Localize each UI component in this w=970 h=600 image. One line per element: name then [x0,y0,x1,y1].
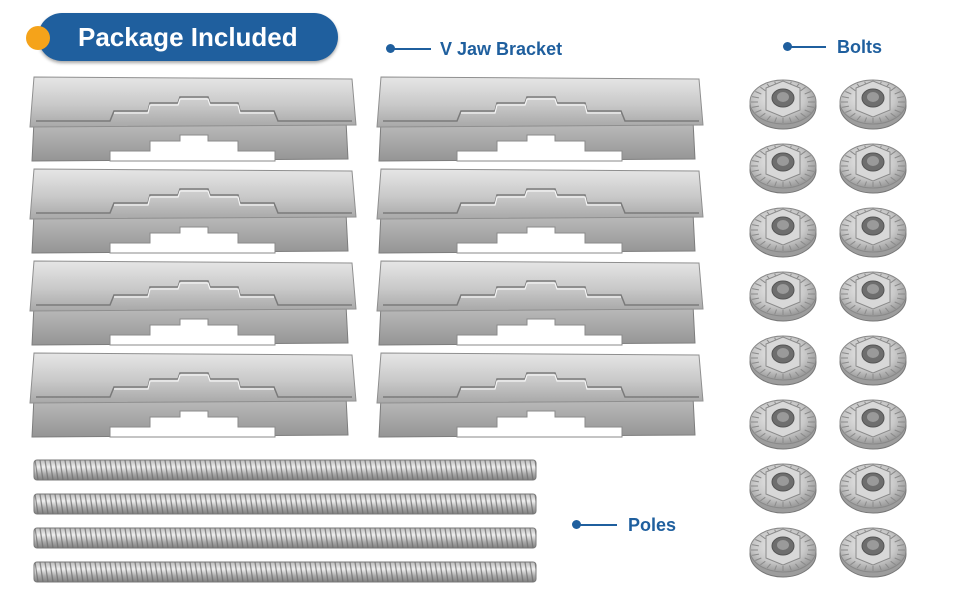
flange-nut [839,527,907,578]
flange-nut [839,207,907,258]
flange-nut [749,463,817,514]
badge-pill: Package Included [38,13,338,61]
flange-nut [839,399,907,450]
callout-line [579,524,617,526]
flange-nut [749,527,817,578]
flange-nut [839,335,907,386]
flange-nut [839,271,907,322]
flange-nut [839,79,907,130]
flange-nut [749,271,817,322]
callout-label-bolts: Bolts [837,37,882,57]
threaded-poles [33,459,537,583]
threaded-pole [33,561,537,583]
callout-dot [386,44,395,53]
callout-line [790,46,826,48]
callout-dot [783,42,792,51]
flange-nut [749,207,817,258]
v-jaw-bracket [376,168,704,254]
flange-nut [749,335,817,386]
threaded-pole [33,459,537,481]
v-jaw-bracket [29,352,357,438]
badge-title: Package Included [78,22,298,52]
flange-nut [839,143,907,194]
flange-nut [749,399,817,450]
v-jaw-bracket [29,260,357,346]
callout-label-brackets: V Jaw Bracket [440,39,563,59]
v-jaw-bracket [376,260,704,346]
callout-line [393,48,431,50]
threaded-pole [33,527,537,549]
flange-nut [749,143,817,194]
callout-dot [572,520,581,529]
callout-v-jaw-bracket: V Jaw Bracket [386,39,586,59]
v-jaw-brackets [29,76,704,438]
v-jaw-bracket [376,352,704,438]
v-jaw-bracket [376,76,704,162]
callout-poles: Poles [572,515,692,535]
v-jaw-bracket [29,168,357,254]
flange-nut [749,79,817,130]
package-included-badge: Package Included [26,13,338,61]
threaded-pole [33,493,537,515]
v-jaw-bracket [29,76,357,162]
flange-nut [839,463,907,514]
callout-bolts: Bolts [783,37,893,57]
flange-nuts [749,79,907,578]
badge-bullet-dot [26,26,50,50]
callout-label-poles: Poles [628,515,677,535]
